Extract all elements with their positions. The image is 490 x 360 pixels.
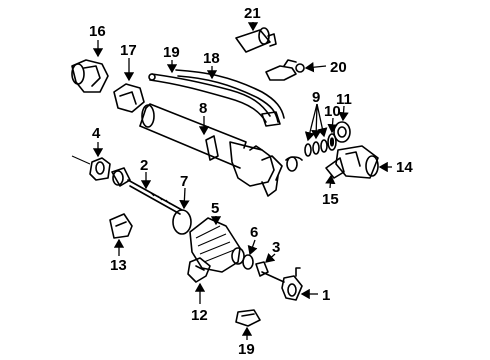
part-10-ring xyxy=(327,133,337,151)
part-19b-insulator xyxy=(235,309,261,327)
callout-2: 2 xyxy=(140,157,148,174)
callout-3: 3 xyxy=(272,239,280,256)
callout-18: 18 xyxy=(203,50,220,67)
callout-labels: 1 2 3 4 5 6 7 8 9 10 11 12 13 14 15 16 1… xyxy=(89,5,413,358)
callout-10: 10 xyxy=(324,103,341,120)
callout-19: 19 xyxy=(163,44,180,61)
callout-11: 11 xyxy=(336,91,352,108)
leader-lines xyxy=(92,22,392,340)
callout-6: 6 xyxy=(250,224,258,241)
part-7-clamp xyxy=(172,209,192,235)
part-13-insulator xyxy=(109,213,133,239)
part-20-fitting xyxy=(265,59,305,81)
part-1-outer-tie-rod xyxy=(261,267,303,301)
part-15-bracket xyxy=(325,157,345,179)
part-2-inner-tie-rod xyxy=(71,155,183,215)
part-16-bracket xyxy=(71,59,109,93)
part-9-seals xyxy=(304,139,328,157)
callout-1: 1 xyxy=(322,287,330,304)
callout-9: 9 xyxy=(312,89,320,106)
callout-12: 12 xyxy=(191,307,208,324)
part-18-return-line xyxy=(175,69,285,127)
part-14-end-housing xyxy=(335,145,379,179)
part-12-mount xyxy=(187,257,211,283)
callout-5: 5 xyxy=(211,200,219,217)
part-19-pressure-line xyxy=(148,73,271,123)
part-3-jam-nut xyxy=(255,261,269,277)
callout-7: 7 xyxy=(180,173,188,190)
part-11-cap xyxy=(333,121,351,143)
part-21-seal xyxy=(235,27,277,53)
callout-20: 20 xyxy=(330,59,347,76)
callout-17: 17 xyxy=(120,42,137,59)
part-17-bushing xyxy=(113,83,145,113)
callout-13: 13 xyxy=(110,257,127,274)
callout-19-lower: 19 xyxy=(238,341,255,358)
part-6-clamp xyxy=(242,254,254,270)
callout-15: 15 xyxy=(322,191,339,208)
callout-4: 4 xyxy=(92,125,101,142)
callout-16: 16 xyxy=(89,23,106,40)
part-4-nut xyxy=(89,157,111,181)
callout-8: 8 xyxy=(199,100,207,117)
callout-14: 14 xyxy=(396,159,413,176)
callout-21: 21 xyxy=(244,5,261,22)
part-8-rack-housing xyxy=(139,103,303,197)
part-5-boot xyxy=(189,217,245,273)
